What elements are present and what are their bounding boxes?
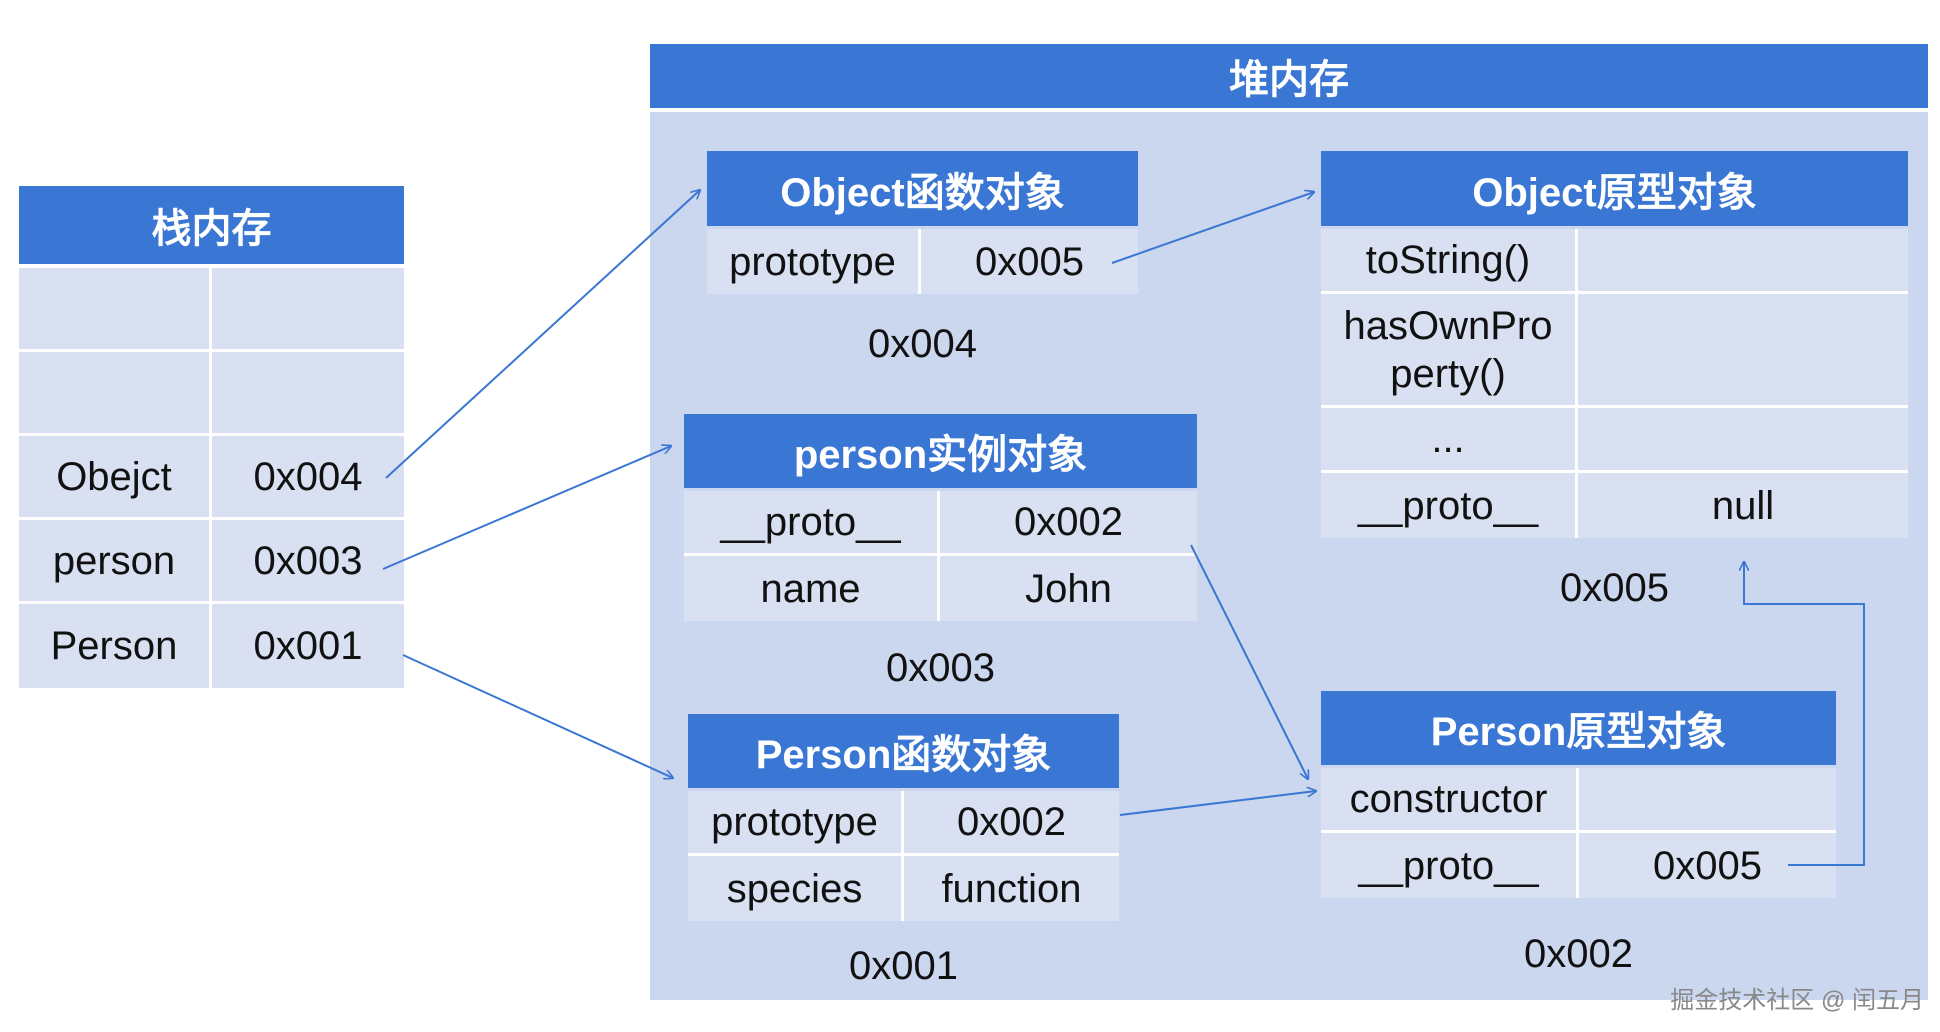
- object-function-row: prototype 0x005: [707, 229, 1138, 294]
- heap-header: 堆内存: [650, 44, 1928, 108]
- object-prototype-key: toString(): [1321, 229, 1578, 294]
- stack-row: [19, 352, 404, 436]
- person-function-key: prototype: [688, 791, 904, 856]
- object-prototype-row: ...: [1321, 408, 1908, 473]
- stack-header: 栈内存: [19, 186, 404, 264]
- person-function-value: 0x002: [904, 791, 1119, 856]
- person-instance-address: 0x003: [886, 645, 995, 690]
- stack-key: Obejct: [19, 436, 212, 520]
- object-prototype-header: Object原型对象: [1321, 151, 1908, 226]
- stack-value: [212, 352, 404, 436]
- object-prototype-value: [1578, 408, 1908, 473]
- stack-row: Obejct 0x004: [19, 436, 404, 520]
- object-prototype-value: [1578, 294, 1908, 408]
- object-prototype-value: null: [1578, 473, 1908, 538]
- object-function-table: prototype 0x005: [707, 229, 1138, 294]
- person-instance-value: 0x002: [940, 491, 1197, 556]
- person-instance-value: John: [940, 556, 1197, 621]
- person-function-table: prototype 0x002 species function: [688, 791, 1119, 921]
- stack-value: 0x004: [212, 436, 404, 520]
- object-function-value: 0x005: [921, 229, 1138, 294]
- person-prototype-table: constructor __proto__ 0x005: [1321, 768, 1836, 898]
- object-prototype-row: toString(): [1321, 229, 1908, 294]
- person-instance-header: person实例对象: [684, 414, 1197, 488]
- arrow-prototype-to-object-prototype: [1111, 192, 1314, 264]
- person-function-header: Person函数对象: [688, 714, 1119, 788]
- arrow-person-function-prototype-to-person-prototype: [1119, 791, 1316, 816]
- object-function-header: Object函数对象: [707, 151, 1138, 226]
- object-prototype-row: __proto__ null: [1321, 473, 1908, 538]
- person-prototype-row: constructor: [1321, 768, 1836, 833]
- person-function-value: function: [904, 856, 1119, 921]
- stack-table: Obejct 0x004 person 0x003 Person 0x001: [19, 268, 404, 688]
- object-prototype-row: hasOwnPro perty(): [1321, 294, 1908, 408]
- person-prototype-header: Person原型对象: [1321, 691, 1836, 765]
- stack-row: [19, 268, 404, 352]
- object-prototype-key: ...: [1321, 408, 1578, 473]
- person-instance-table: __proto__ 0x002 name John: [684, 491, 1197, 621]
- person-prototype-address: 0x002: [1524, 931, 1633, 976]
- person-function-row: prototype 0x002: [688, 791, 1119, 856]
- person-prototype-key: constructor: [1321, 768, 1579, 833]
- person-instance-key: name: [684, 556, 940, 621]
- arrow-person-prototype-proto-to-object-prototype: [1744, 562, 1865, 866]
- arrow-proto-to-person-prototype: [1190, 544, 1308, 779]
- person-prototype-value: [1579, 768, 1836, 833]
- stack-value: 0x003: [212, 520, 404, 604]
- person-function-address: 0x001: [849, 943, 958, 988]
- person-instance-row: __proto__ 0x002: [684, 491, 1197, 556]
- arrow-Person-to-person-function: [402, 654, 673, 778]
- arrow-person-to-person-instance: [382, 446, 671, 570]
- object-prototype-value: [1578, 229, 1908, 294]
- stack-row: person 0x003: [19, 520, 404, 604]
- stack-key: [19, 352, 212, 436]
- watermark: 掘金技术社区 @ 闰五月: [1670, 987, 1924, 1014]
- stack-value: 0x001: [212, 604, 404, 688]
- object-function-key: prototype: [707, 229, 921, 294]
- stack-value: [212, 268, 404, 352]
- person-instance-row: name John: [684, 556, 1197, 621]
- stack-row: Person 0x001: [19, 604, 404, 688]
- person-function-key: species: [688, 856, 904, 921]
- person-function-row: species function: [688, 856, 1119, 921]
- stack-key: [19, 268, 212, 352]
- person-prototype-key: __proto__: [1321, 833, 1579, 898]
- arrow-obejct-to-object-function: [385, 190, 700, 479]
- person-prototype-row: __proto__ 0x005: [1321, 833, 1836, 898]
- object-function-address: 0x004: [868, 321, 977, 366]
- object-prototype-key: hasOwnPro perty(): [1321, 294, 1578, 408]
- person-instance-key: __proto__: [684, 491, 940, 556]
- stack-key: Person: [19, 604, 212, 688]
- object-prototype-address: 0x005: [1560, 565, 1669, 610]
- object-prototype-key: __proto__: [1321, 473, 1578, 538]
- object-prototype-table: toString() hasOwnPro perty() ... __proto…: [1321, 229, 1908, 538]
- stack-key: person: [19, 520, 212, 604]
